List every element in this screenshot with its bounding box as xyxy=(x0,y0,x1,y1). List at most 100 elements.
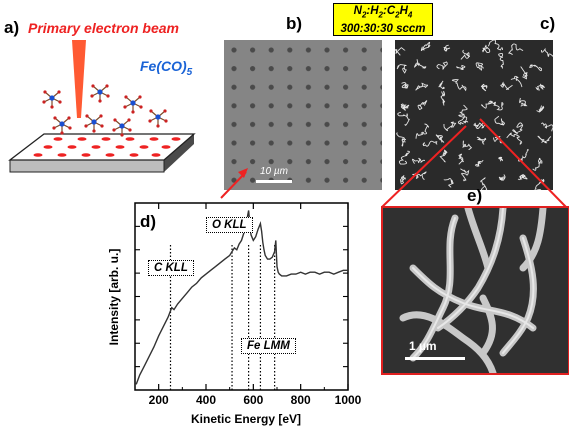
annotation-c-kll: C KLL xyxy=(148,260,194,276)
cnt-cluster xyxy=(498,52,504,69)
scale-bar-b xyxy=(256,180,292,183)
zoom-line-right xyxy=(479,118,567,208)
cnt-cluster xyxy=(400,103,410,111)
cnt-cluster xyxy=(395,47,406,56)
cnt-cluster xyxy=(435,134,445,143)
cnt-cluster xyxy=(507,43,524,55)
annotation-fe-lmm: Fe LMM xyxy=(241,338,296,354)
dot-array-pattern xyxy=(224,40,382,190)
x-axis-label: Kinetic Energy [eV] xyxy=(191,412,301,426)
scale-label-e: 1 µm xyxy=(409,339,437,353)
cnt-cluster xyxy=(438,80,445,90)
cnt-cluster xyxy=(420,41,431,51)
cnt-cluster xyxy=(398,150,410,165)
cnt-cluster xyxy=(529,64,542,72)
cnt-cluster xyxy=(396,132,407,147)
cnt-cluster xyxy=(414,59,427,69)
panel-d-label: d) xyxy=(140,212,157,231)
x-tick-label: 200 xyxy=(149,393,169,407)
scale-label-b: 10 µm xyxy=(260,166,288,177)
cnt-cluster-array xyxy=(395,40,553,190)
precursor-label: Fe(CO)5 xyxy=(140,58,192,78)
panel-b-label: b) xyxy=(286,14,303,33)
cnt-cluster xyxy=(482,44,491,53)
cnt-cluster xyxy=(475,62,484,71)
cnt-cluster xyxy=(534,178,545,190)
x-tick-label: 800 xyxy=(291,393,311,407)
x-tick-label: 600 xyxy=(243,393,263,407)
panel-a-label: a) xyxy=(4,18,20,37)
gas-flow-line: 300:30:30 sccm xyxy=(340,23,426,36)
cnt-cluster xyxy=(541,122,553,132)
cnt-cluster xyxy=(473,121,486,130)
annotation-o-kll: O KLL xyxy=(206,217,253,233)
cnt-tubes xyxy=(383,208,568,373)
cnt-cluster xyxy=(476,136,487,145)
cnt-cluster xyxy=(520,66,528,80)
cnt-cluster xyxy=(479,177,488,190)
auger-spectrum-chart: 200 400 600 800 1000 Kinetic Energy [eV] Int… xyxy=(107,202,362,426)
cnt-cluster xyxy=(487,40,503,51)
cnt-cluster xyxy=(460,49,471,60)
cnt-cluster xyxy=(451,79,467,92)
cnt-cluster xyxy=(519,97,528,107)
cnt-cluster xyxy=(536,105,545,113)
cnt-cluster xyxy=(510,75,523,88)
cnt-cluster xyxy=(458,104,468,118)
electron-beam xyxy=(72,40,86,118)
cnt-cluster xyxy=(415,123,430,139)
cnt-cluster xyxy=(443,121,457,132)
cnt-cluster xyxy=(397,111,411,126)
cnt-cluster xyxy=(412,171,427,180)
cnt-cluster xyxy=(456,64,466,70)
beam-label: Primary electron beam xyxy=(28,20,179,36)
cnt-cluster xyxy=(480,83,488,92)
cnt-cluster xyxy=(498,156,503,162)
cnt-cluster xyxy=(436,61,448,70)
cnt-cluster xyxy=(443,178,454,188)
gas-ratio-line: N2:H2:C2H4 xyxy=(353,5,413,20)
panel-c-label: c) xyxy=(540,14,556,33)
scale-bar-e xyxy=(405,357,465,360)
gas-composition-box: N2:H2:C2H4 300:30:30 sccm xyxy=(333,3,433,36)
cnt-cluster xyxy=(412,157,425,164)
cnt-cluster xyxy=(481,100,493,109)
cnt-cluster xyxy=(475,160,484,167)
sem-image-cnt-array xyxy=(395,40,553,190)
cnt-cluster xyxy=(422,140,438,147)
cnt-cluster xyxy=(489,101,504,111)
cnt-cluster xyxy=(440,90,446,106)
precursor-formula: Fe(CO) xyxy=(140,58,187,74)
cnt-cluster xyxy=(518,148,529,162)
precursor-molecules xyxy=(42,84,168,137)
cnt-cluster xyxy=(517,174,528,181)
sem-image-cnt-closeup: 1 µm xyxy=(381,206,569,375)
zoom-line-left xyxy=(381,125,467,208)
cnt-cluster xyxy=(512,122,524,135)
cnt-cluster xyxy=(494,115,505,126)
cnt-cluster xyxy=(498,174,506,181)
cnt-cluster xyxy=(541,47,553,57)
precursor-subscript: 5 xyxy=(186,66,193,78)
cnt-cluster xyxy=(443,44,451,52)
cnt-cluster xyxy=(460,168,470,182)
zoom-arrow-head xyxy=(238,168,248,178)
cnt-cluster xyxy=(462,140,473,151)
cnt-cluster xyxy=(532,157,543,171)
x-tick-label: 400 xyxy=(196,393,216,407)
cnt-cluster xyxy=(506,132,523,145)
y-axis-label: Intensity [arb. u.] xyxy=(107,249,121,346)
cnt-cluster xyxy=(417,100,428,110)
deposition-schematic xyxy=(8,40,196,173)
cnt-cluster xyxy=(457,116,469,125)
sem-image-dot-array: 10 µm xyxy=(224,40,382,190)
cnt-cluster xyxy=(439,149,448,163)
cnt-cluster xyxy=(400,175,406,185)
cnt-cluster xyxy=(535,83,546,91)
cnt-cluster xyxy=(415,82,429,91)
deposit-dot-array xyxy=(33,137,181,157)
panel-e-label: e) xyxy=(467,186,483,205)
x-tick-label: 1000 xyxy=(335,393,362,407)
cnt-cluster xyxy=(537,135,552,144)
